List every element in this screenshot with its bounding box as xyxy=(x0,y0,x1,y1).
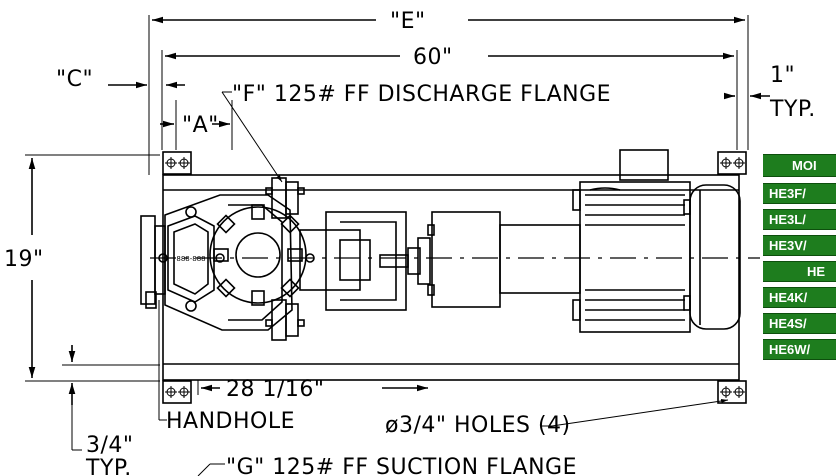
holes-label: ø3/4" HOLES (4) xyxy=(385,413,571,438)
impeller xyxy=(209,204,307,306)
pump-badge: 888-888 xyxy=(176,255,205,263)
dimension-c-label: "C" xyxy=(56,67,93,92)
dimension-typ-left-label: TYP. xyxy=(85,456,132,476)
suction-flange-label: "G" 125# FF SUCTION FLANGE xyxy=(226,455,577,476)
dimension-28-label: 28 1/16" xyxy=(226,377,325,402)
dimension-typ-right-label: TYP. xyxy=(769,97,816,122)
mounting-hole-tr xyxy=(717,151,747,175)
coupling-guard xyxy=(431,211,581,308)
discharge-flange xyxy=(265,177,305,341)
dimension-a-label: "A" xyxy=(182,113,219,138)
dimension-1in-label: 1" xyxy=(770,63,795,88)
electric-motor xyxy=(572,149,741,333)
mounting-hole-br xyxy=(717,380,747,404)
model-row: HE3L/ xyxy=(763,209,836,230)
dimension-28 xyxy=(197,380,428,395)
model-row: HE6W/ xyxy=(763,339,836,360)
model-row: HE xyxy=(763,261,836,282)
model-row: HE4K/ xyxy=(763,287,836,308)
dimension-60-label: 60" xyxy=(413,45,453,70)
handhole-label: HANDHOLE xyxy=(166,409,295,434)
model-row: HE3F/ xyxy=(763,183,836,204)
model-table-header: MOI xyxy=(763,154,836,177)
base-frame xyxy=(162,174,740,381)
dimension-19 xyxy=(25,154,160,382)
dimension-e-label: "E" xyxy=(390,9,426,34)
mounting-hole-bl xyxy=(162,380,192,404)
dimension-60 xyxy=(161,50,738,150)
model-table: MOI HE3F/ HE3L/ HE3V/ HE HE4K/ HE4S/ HE6… xyxy=(763,154,836,365)
model-row: HE4S/ xyxy=(763,313,836,334)
model-row: HE3V/ xyxy=(763,235,836,256)
suction-flange xyxy=(140,215,166,309)
dimension-e xyxy=(148,15,749,175)
dimension-3-4-label: 3/4" xyxy=(86,433,134,458)
dimension-3-4 xyxy=(62,345,160,451)
mounting-hole-tl xyxy=(162,151,192,175)
discharge-flange-label: "F" 125# FF DISCHARGE FLANGE xyxy=(232,82,611,107)
dimension-19-label: 19" xyxy=(4,247,44,272)
gear-reducer xyxy=(299,211,435,311)
